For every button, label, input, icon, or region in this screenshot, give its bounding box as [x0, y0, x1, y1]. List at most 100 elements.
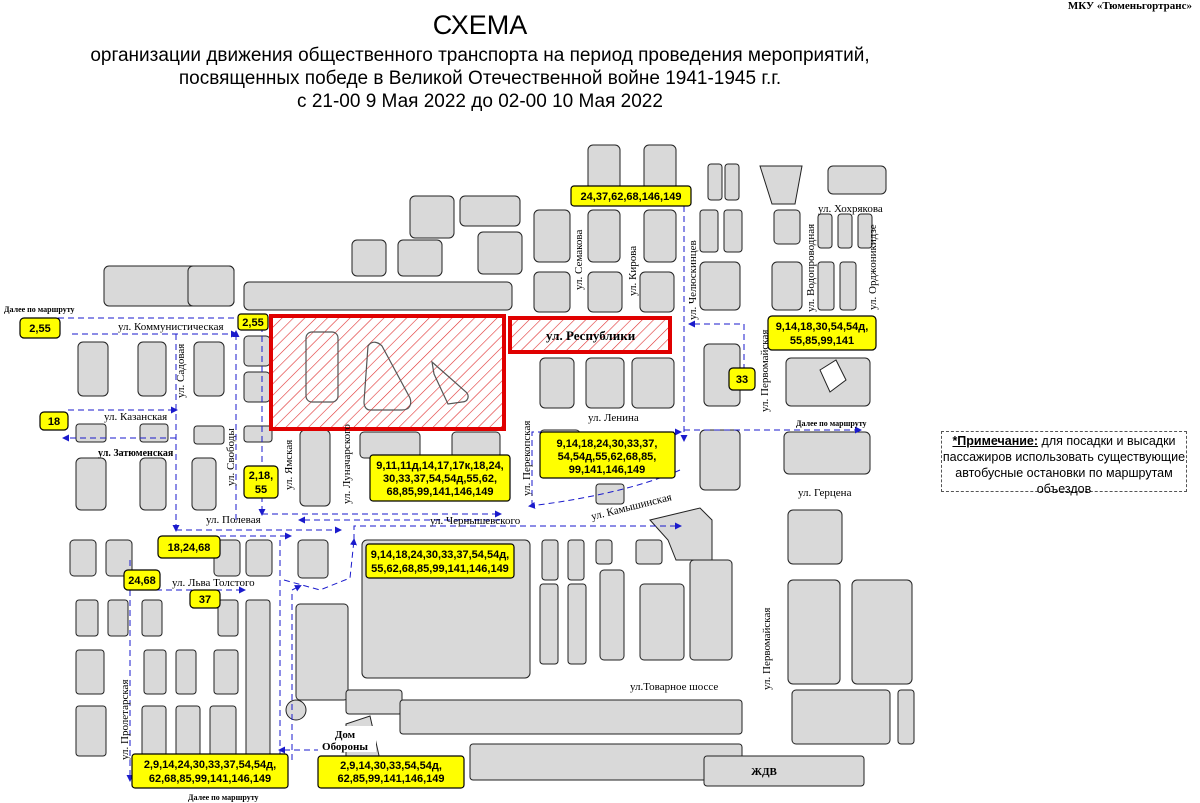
page-subtitle: организации движения общественного транс…	[0, 44, 960, 113]
building	[139, 423, 169, 443]
building-outline	[305, 331, 339, 403]
building	[539, 583, 559, 665]
building	[839, 261, 857, 311]
route-box-text: 55,85,99,141	[790, 335, 854, 347]
building	[359, 431, 421, 459]
route-box-text: 2,18,	[249, 470, 273, 482]
building	[689, 559, 733, 661]
street-label: ул. Казанская	[104, 411, 167, 423]
building	[567, 539, 585, 581]
building	[213, 649, 239, 695]
place-label: Обороны	[322, 741, 368, 753]
detour-routes	[28, 196, 862, 782]
building	[791, 689, 891, 745]
route-box-text: 99,141,146,149	[569, 464, 645, 476]
building	[897, 689, 915, 745]
building	[75, 457, 107, 511]
street-label: ул. Ямская	[283, 440, 295, 490]
building	[773, 209, 801, 245]
building	[699, 429, 741, 491]
building	[459, 195, 521, 227]
building	[243, 371, 271, 403]
route-box-text: 9,14,18,24,30,33,37,54,54д,	[371, 549, 510, 561]
building	[533, 271, 571, 313]
building	[595, 539, 613, 565]
route-box	[157, 535, 221, 559]
building	[285, 699, 307, 721]
route-box-text: 33	[736, 374, 748, 386]
building	[827, 165, 887, 195]
building	[787, 509, 843, 565]
route-box-text: 9,14,18,24,30,33,37,	[557, 438, 658, 450]
street-label: ул. Орджоникидзе	[867, 224, 879, 310]
building	[639, 271, 675, 313]
route-box-text: 30,33,37,54,54д,55,62,	[383, 473, 497, 485]
building	[175, 705, 201, 757]
subtitle-line: посвященных победе в Великой Отечественн…	[178, 68, 782, 89]
route-box	[237, 313, 269, 331]
route-arrow	[353, 522, 682, 540]
building	[69, 539, 97, 577]
route-box	[570, 185, 692, 207]
street-label: ул. Льва Толстого	[172, 577, 255, 589]
place-label: ЖДВ	[751, 766, 777, 778]
building	[631, 357, 675, 409]
building	[75, 649, 105, 695]
route-box-text: 2,55	[242, 317, 263, 329]
building	[75, 705, 107, 757]
route-box	[539, 431, 676, 479]
building	[295, 603, 349, 701]
street-label: ул. Коммунистическая	[118, 321, 224, 333]
building	[193, 341, 225, 397]
route-box-text: 54,54д,55,62,68,85,	[558, 451, 657, 463]
building	[724, 163, 740, 201]
route-box	[39, 411, 69, 431]
street-labels: ул. Коммунистическая ул. Садовая ул. Каз…	[98, 203, 883, 760]
subtitle-line: организации движения общественного транс…	[90, 45, 870, 66]
street-label: ул. Луначарского	[341, 424, 353, 504]
building	[759, 165, 803, 205]
building	[639, 583, 685, 661]
street-label: ул. Водопроводная	[805, 224, 817, 312]
building	[245, 599, 271, 765]
building	[217, 599, 239, 637]
building	[409, 195, 455, 239]
building	[75, 599, 99, 637]
street-label: ул. Ленина	[588, 412, 639, 424]
building	[345, 689, 403, 715]
route-box	[131, 753, 289, 789]
street-label: ул.Товарное шоссе	[630, 681, 718, 693]
building	[783, 431, 871, 475]
place-labels: Дом Обороны ЖДВ Далее по маршруту Далее …	[4, 305, 867, 802]
building	[533, 209, 571, 263]
street-label: ул. Хохрякова	[818, 203, 883, 215]
building	[469, 743, 743, 781]
street-label: ул. Республики	[546, 328, 636, 343]
route-box	[317, 755, 465, 789]
building	[139, 457, 167, 511]
note-box: *Примечание: для посадки и высадки пасса…	[941, 431, 1187, 496]
route-box	[19, 317, 61, 339]
note-text: для посадки и высадки пассажиров использ…	[942, 434, 1186, 496]
building	[193, 425, 225, 445]
street-label: ул. Герцена	[798, 487, 852, 499]
note-label: *Примечание:	[952, 434, 1039, 448]
building	[397, 239, 443, 277]
street-label: ул. Садовая	[175, 344, 187, 398]
building	[643, 144, 677, 191]
building	[703, 755, 865, 787]
street-label: ул. Затюменская	[98, 448, 174, 459]
route-box-text: 18,24,68	[168, 542, 211, 554]
building	[351, 239, 387, 277]
route-arrow	[283, 538, 357, 591]
organization-name: МКУ «Тюменьгортранс»	[1067, 0, 1192, 12]
route-box	[365, 543, 515, 579]
route-box-text: 68,85,99,141,146,149	[386, 486, 493, 498]
building	[243, 281, 513, 311]
building	[819, 359, 847, 393]
building	[817, 261, 835, 311]
building	[587, 144, 621, 191]
continuation-label: Далее по маршруту	[796, 419, 867, 428]
route-box-text: 37	[199, 594, 211, 606]
building	[299, 429, 331, 507]
